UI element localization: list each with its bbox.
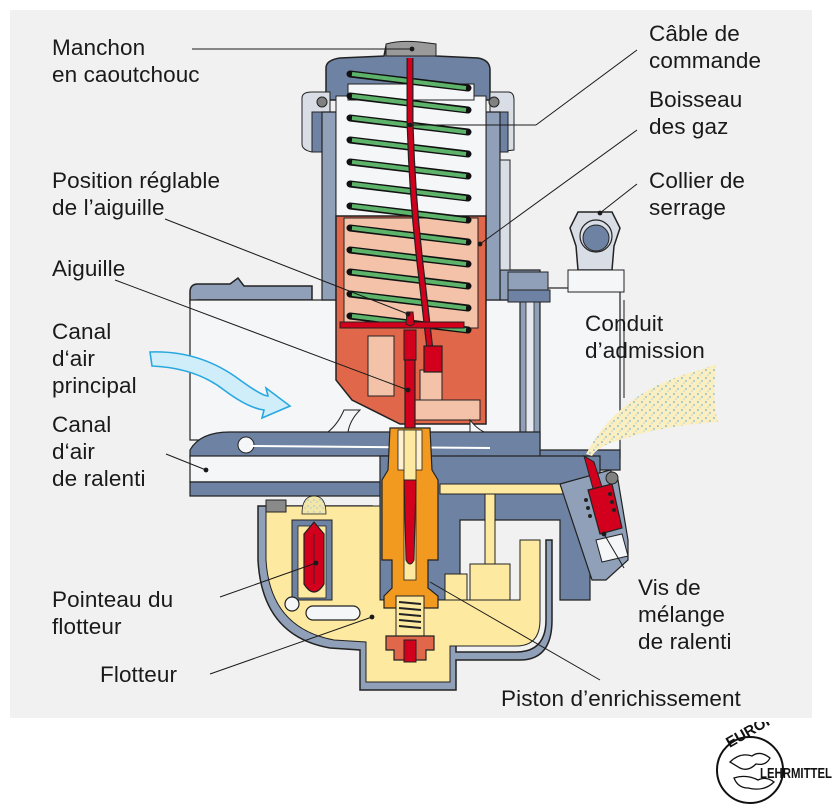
- label-canal-air-principal: Canal d‘air principal: [52, 318, 137, 399]
- clamp: [567, 211, 625, 293]
- spring-coil-fill: [351, 248, 467, 266]
- label-aiguille: Aiguille: [52, 255, 125, 282]
- label-line: en caoutchouc: [52, 62, 200, 87]
- leader-lines: [114, 48, 638, 681]
- label-line: Boisseau: [649, 87, 743, 112]
- label-line: de ralenti: [52, 466, 146, 491]
- label-line: Câble de: [649, 21, 740, 46]
- label-line: d‘air: [52, 439, 96, 464]
- label-line: d‘air: [52, 346, 96, 371]
- label-position-reglable: Position réglable de l’aiguille: [52, 167, 220, 221]
- label-line: des gaz: [649, 114, 729, 139]
- label-conduit-admission: Conduit d’admission: [585, 310, 705, 364]
- carburetor-body: [189, 269, 621, 691]
- label-line: Pointeau du: [52, 587, 174, 612]
- spring-coil-fill: [351, 204, 467, 222]
- logo-right-text: LEHRMITTEL: [760, 765, 832, 782]
- label-line: principal: [52, 373, 137, 398]
- label-line: Collier de: [649, 168, 746, 193]
- fuel-spray: [586, 364, 718, 456]
- label-line: serrage: [649, 195, 726, 220]
- spring-coil-fill: [351, 182, 467, 200]
- label-line: Vis de: [638, 575, 701, 600]
- label-pointeau-flotteur: Pointeau du flotteur: [52, 586, 173, 640]
- label-piston-enrichissement: Piston d’enrichissement: [501, 685, 741, 712]
- label-line: flotteur: [52, 614, 122, 639]
- main-air-arrow-icon: [149, 351, 292, 420]
- leader-dots: [203, 46, 607, 620]
- label-line: Piston d’enrichissement: [501, 686, 741, 711]
- label-line: mélange: [638, 602, 726, 627]
- label-cable-commande: Câble de commande: [649, 20, 761, 74]
- fuel: [265, 505, 541, 683]
- float-needle-assembly: [284, 495, 361, 621]
- label-collier-serrage: Collier de serrage: [649, 167, 745, 221]
- needle-assembly: [339, 311, 465, 663]
- label-line: Conduit: [585, 311, 664, 336]
- label-line: Manchon: [52, 35, 146, 60]
- label-vis-melange-ralenti: Vis de mélange de ralenti: [638, 574, 732, 655]
- label-line: Canal: [52, 412, 112, 437]
- spring-coil-fill: [351, 226, 467, 244]
- label-manchon: Manchon en caoutchouc: [52, 34, 200, 88]
- label-boisseau-gaz: Boisseau des gaz: [649, 86, 742, 140]
- label-line: Flotteur: [100, 662, 178, 687]
- label-line: commande: [649, 48, 762, 73]
- europa-lehrmittel-logo: EUROPA LEHRMITTEL: [716, 722, 832, 804]
- label-line: Position réglable: [52, 168, 221, 193]
- label-line: Canal: [52, 319, 112, 344]
- label-line: de ralenti: [638, 629, 732, 654]
- control-cable: [406, 58, 443, 373]
- label-line: d’admission: [585, 338, 705, 363]
- idle-mixture-screw: [559, 454, 629, 581]
- label-canal-air-ralenti: Canal d‘air de ralenti: [52, 411, 146, 492]
- float-sponge: [301, 495, 327, 515]
- spring-coil-fill: [351, 292, 467, 310]
- label-line: de l’aiguille: [52, 195, 165, 220]
- float-arm: [305, 605, 361, 621]
- idle-air-channel: [189, 455, 391, 483]
- spring-coil-fill: [351, 270, 467, 288]
- label-line: Aiguille: [52, 256, 126, 281]
- label-flotteur: Flotteur: [100, 661, 177, 688]
